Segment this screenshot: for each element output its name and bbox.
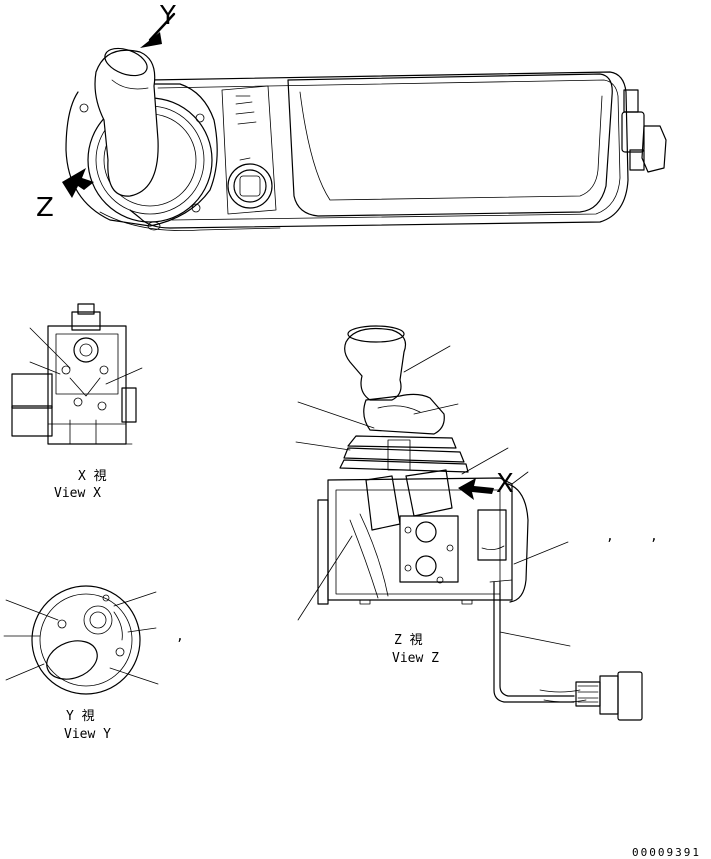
drawing-number: 00009391 <box>632 846 701 859</box>
stray-comma-3: , <box>650 529 658 544</box>
view-z-drawing <box>295 325 643 721</box>
label-z: Z <box>36 193 54 223</box>
joystick-grip <box>94 47 159 197</box>
view-z-en: View Z <box>392 651 439 666</box>
view-y-drawing <box>3 585 159 695</box>
stray-comma-1: , <box>176 629 184 644</box>
view-x-drawing <box>11 303 143 445</box>
arrow-head-y <box>140 32 162 48</box>
console-assembly <box>65 47 667 231</box>
view-x-jp: X 視 <box>78 469 107 484</box>
view-z-jp: Z 視 <box>394 633 423 648</box>
rotary-switch <box>227 163 273 209</box>
view-y-callout: Y <box>140 1 176 48</box>
view-y-jp: Y 視 <box>66 709 95 724</box>
arrow-head-z <box>62 168 94 198</box>
label-x: X <box>496 469 514 499</box>
arrow-head-x <box>458 478 494 500</box>
view-z-callout: Z <box>36 168 94 223</box>
view-x-en: View X <box>54 486 101 501</box>
stray-comma-2: , <box>606 529 614 544</box>
label-y: Y <box>159 1 176 31</box>
view-x-callout: X <box>458 469 514 500</box>
view-y-en: View Y <box>64 727 111 742</box>
connector-plug <box>621 89 667 173</box>
